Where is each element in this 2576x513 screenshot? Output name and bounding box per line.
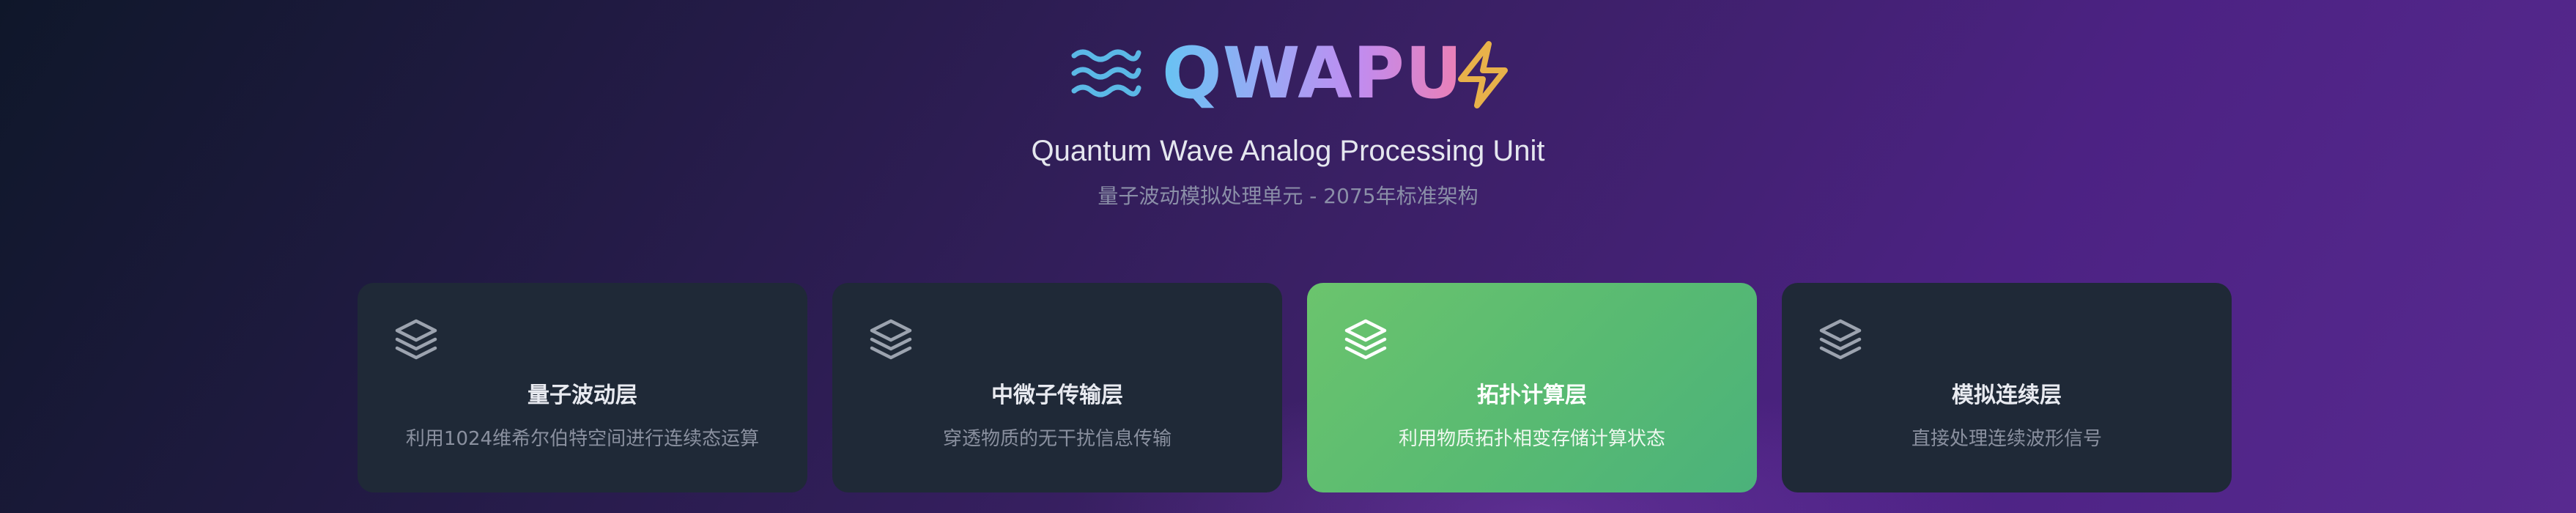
card-title: 模拟连续层 xyxy=(1952,383,2062,408)
card-title: 量子波动层 xyxy=(528,383,637,408)
layers-icon xyxy=(1344,319,1387,360)
card-title: 中微子传输层 xyxy=(991,383,1123,408)
tagline: 量子波动模拟处理单元 - 2075年标准架构 xyxy=(1098,184,1478,208)
logo-title: QWAPU xyxy=(1162,29,1463,117)
card-title: 拓扑计算层 xyxy=(1477,383,1587,408)
layer-card-topological-compute[interactable]: 拓扑计算层 利用物质拓扑相变存储计算状态 xyxy=(1307,283,1757,492)
card-description: 利用1024维希尔伯特空间进行连续态运算 xyxy=(405,428,760,450)
layer-card-neutrino-transmission[interactable]: 中微子传输层 穿透物质的无干扰信息传输 xyxy=(832,283,1282,492)
layers-icon xyxy=(395,319,437,360)
subtitle: Quantum Wave Analog Processing Unit xyxy=(1031,135,1545,167)
card-description: 利用物质拓扑相变存储计算状态 xyxy=(1398,428,1665,450)
card-description: 直接处理连续波形信号 xyxy=(1911,428,2102,450)
layers-icon xyxy=(870,319,912,360)
layer-cards: 量子波动层 利用1024维希尔伯特空间进行连续态运算 中微子传输层 穿透物质的无… xyxy=(358,283,2233,492)
header: QWAPU xyxy=(0,29,2576,117)
lightning-bolt-icon xyxy=(1458,41,1508,108)
layers-icon xyxy=(1819,319,1862,360)
card-description: 穿透物质的无干扰信息传输 xyxy=(942,428,1172,450)
layer-card-analog-continuous[interactable]: 模拟连续层 直接处理连续波形信号 xyxy=(1782,283,2232,492)
layer-card-quantum-wave[interactable]: 量子波动层 利用1024维希尔伯特空间进行连续态运算 xyxy=(358,283,807,492)
waves-icon xyxy=(1071,49,1141,97)
